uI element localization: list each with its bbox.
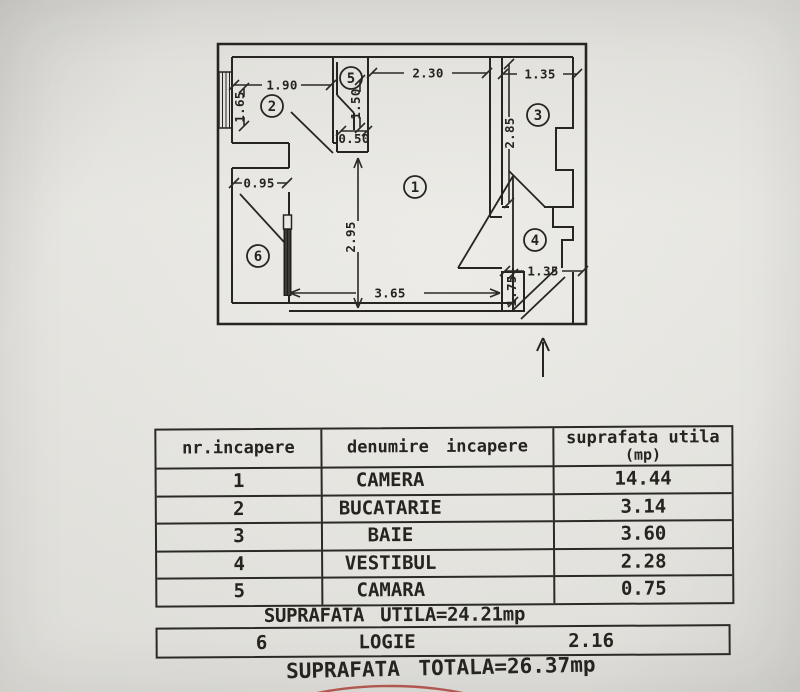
svg-text:1: 1 [411, 180, 419, 196]
room-number-labels: 1 2 3 4 5 6 [246, 66, 550, 268]
dim-365: 3.65 [374, 286, 405, 301]
room-label-5: 5 [339, 66, 363, 90]
room5-walls [336, 57, 369, 153]
outer-wall [216, 42, 588, 326]
row2-area: 3.14 [552, 491, 732, 521]
dim-165: 1.65 [232, 91, 247, 122]
dim-135-vestibule: 1.35 [527, 264, 558, 279]
dim-285: 2.85 [502, 117, 517, 148]
subtotal-utila-text: SUPRAFATA UTILA=24.21mp [263, 603, 526, 627]
bathroom-door-leaf [508, 170, 546, 208]
row5-area: 0.75 [553, 574, 733, 603]
entrance-arrow [536, 337, 550, 377]
room-label-6: 6 [246, 244, 270, 268]
svg-text:6: 6 [254, 249, 262, 265]
header-mp-unit: (mp) [624, 445, 662, 464]
dim-175: 1.75 [504, 275, 519, 306]
svg-text:5: 5 [347, 71, 355, 87]
row3-area: 3.60 [552, 519, 733, 548]
row3-name: BAIE [320, 520, 554, 550]
room3-left-wall [489, 57, 503, 218]
header-suprafata-line1: suprafata utila [566, 427, 720, 449]
svg-text:3: 3 [534, 108, 542, 124]
dim-135-top: 1.35 [524, 67, 555, 82]
dim-295: 2.95 [343, 221, 358, 252]
logie-nr: 6 [255, 631, 268, 654]
loggia-window [282, 214, 293, 296]
dim-050: 0.50 [338, 131, 369, 146]
row1-name: CAMERA [320, 465, 553, 495]
room-label-2: 2 [260, 94, 284, 118]
row4-name: VESTIBUL [321, 547, 554, 577]
dimension-lines [228, 58, 589, 309]
room-label-4: 4 [523, 228, 547, 252]
room3-right-jagged-wall [552, 57, 574, 268]
loggia-door-leaf [239, 193, 285, 243]
room1-bottom-wall [289, 302, 513, 312]
svg-text:2: 2 [268, 99, 276, 115]
loggia-walls [231, 143, 290, 304]
room-label-1: 1 [403, 175, 427, 199]
kitchen-door-leaf [290, 111, 334, 154]
stamp-arc [316, 684, 464, 692]
header-nr-incapere: nr.incapere [182, 437, 295, 459]
kitchen-window [218, 71, 233, 129]
dimension-labels: 1.90 2.30 1.35 1.65 1.50 0.50 2.85 0.95 … [232, 66, 558, 307]
closet-door-leaf [336, 94, 355, 114]
header-denumire-incapere: denumire incapere [320, 428, 553, 467]
doors [239, 94, 566, 320]
dim-230: 2.30 [412, 66, 443, 81]
dim-095: 0.95 [243, 176, 274, 191]
header-suprafata-utila: suprafata utila (mp) [552, 427, 732, 466]
entry-door-leaf [511, 267, 566, 320]
row1-nr: 1 [156, 466, 321, 496]
row4-nr: 4 [157, 549, 322, 578]
row5-nr: 5 [157, 576, 322, 606]
row3-nr: 3 [156, 521, 322, 551]
interior-walls [231, 56, 574, 324]
logie-name: LOGIE [358, 630, 416, 653]
areas-table: nr.incapere denumire incapere suprafata … [154, 425, 735, 608]
dim-150: 1.50 [348, 88, 363, 119]
row5-name: CAMARA [321, 575, 554, 605]
svg-text:4: 4 [531, 233, 539, 249]
row2-name: BUCATARIE [320, 492, 553, 522]
row1-area: 14.44 [552, 464, 732, 493]
row4-area: 2.28 [553, 546, 733, 576]
room-label-3: 3 [526, 103, 550, 127]
row2-nr: 2 [156, 494, 321, 523]
dim-190: 1.90 [266, 78, 297, 93]
vestibule-door-swing [457, 175, 514, 269]
